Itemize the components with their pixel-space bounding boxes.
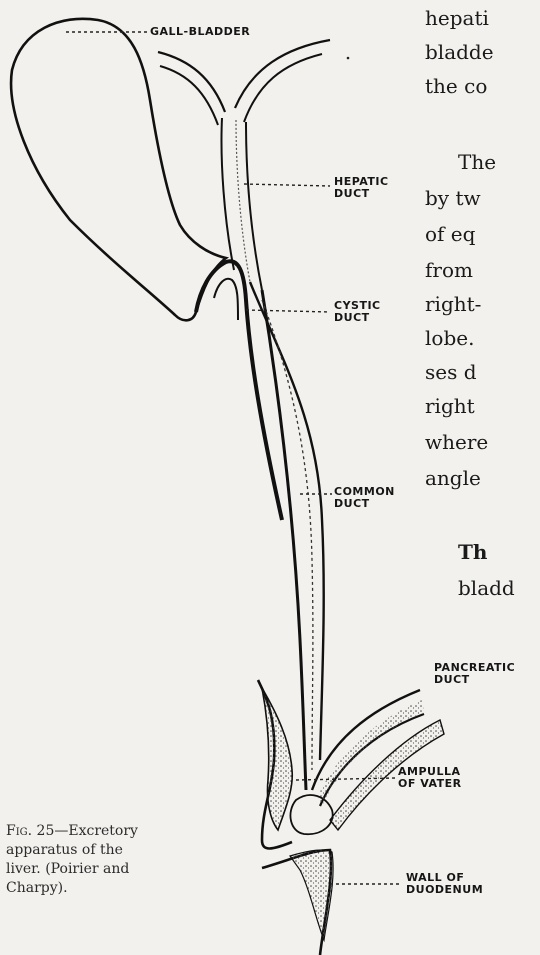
hepatic-branch-left-inner <box>160 66 218 125</box>
hepatic-branch-right-inner <box>244 54 322 122</box>
label-ampulla-line-2: OF VATER <box>398 778 462 790</box>
hepatic-duct-wall-left <box>222 118 235 270</box>
body-line-9: lobe. <box>425 326 474 350</box>
caption-line-2: apparatus of the <box>6 841 211 860</box>
figure-caption: Fig. 25—Excretory apparatus of the liver… <box>6 822 211 898</box>
label-cystic-line-2: DUCT <box>334 312 381 324</box>
duodenum-stipple-lower <box>290 850 333 940</box>
label-wall-of-duodenum: WALL OF DUODENUM <box>406 872 483 896</box>
cystic-duct-outer <box>196 261 282 520</box>
caption-line-1: Fig. 25—Excretory <box>6 822 211 841</box>
body-line-3: the co <box>425 74 487 98</box>
label-pancreatic-line-2: DUCT <box>434 674 515 686</box>
body-line-7: from <box>425 258 473 282</box>
label-cystic-duct: CYSTIC DUCT <box>334 300 381 324</box>
caption-line-1-text: —Excretory <box>54 823 138 839</box>
hepatic-duct-lumen <box>236 120 250 282</box>
caption-line-3: liver. (Poirier and <box>6 860 211 879</box>
caption-fig-number: Fig. 25 <box>6 823 54 839</box>
hepatic-branch-right <box>235 40 330 108</box>
body-line-10: ses d <box>425 360 477 384</box>
label-pancreatic-duct: PANCREATIC DUCT <box>434 662 515 686</box>
body-line-1: hepati <box>425 6 489 30</box>
body-line-15: bladd <box>458 576 515 600</box>
cystic-duct-inner <box>214 279 238 320</box>
label-gall-bladder: GALL-BLADDER <box>150 26 250 38</box>
body-line-12: where <box>425 430 488 454</box>
ampulla-of-vater-bulb <box>290 795 332 834</box>
label-hepatic-line-2: DUCT <box>334 188 389 200</box>
gall-bladder-outline <box>11 19 226 321</box>
body-line-6: of eq <box>425 222 475 246</box>
label-ampulla-of-vater: AMPULLA OF VATER <box>398 766 462 790</box>
stray-dot <box>347 57 350 60</box>
hepatic-duct-wall-right <box>246 122 262 290</box>
body-line-5: by tw <box>425 186 481 210</box>
body-line-11: right <box>425 394 475 418</box>
label-hepatic-duct: HEPATIC DUCT <box>334 176 389 200</box>
body-line-4: The <box>458 150 496 174</box>
caption-line-4: Charpy). <box>6 879 211 898</box>
label-common-duct: COMMON DUCT <box>334 486 395 510</box>
label-common-line-2: DUCT <box>334 498 395 510</box>
leader-hepatic-duct <box>244 184 330 186</box>
pancreatic-duct-inner <box>320 714 424 806</box>
body-line-14: Th <box>458 540 487 564</box>
body-line-2: bladde <box>425 40 494 64</box>
leader-cystic-duct <box>246 310 330 312</box>
label-wall-line-2: DUODENUM <box>406 884 483 896</box>
body-line-8: right- <box>425 292 481 316</box>
body-line-13: angle <box>425 466 481 490</box>
